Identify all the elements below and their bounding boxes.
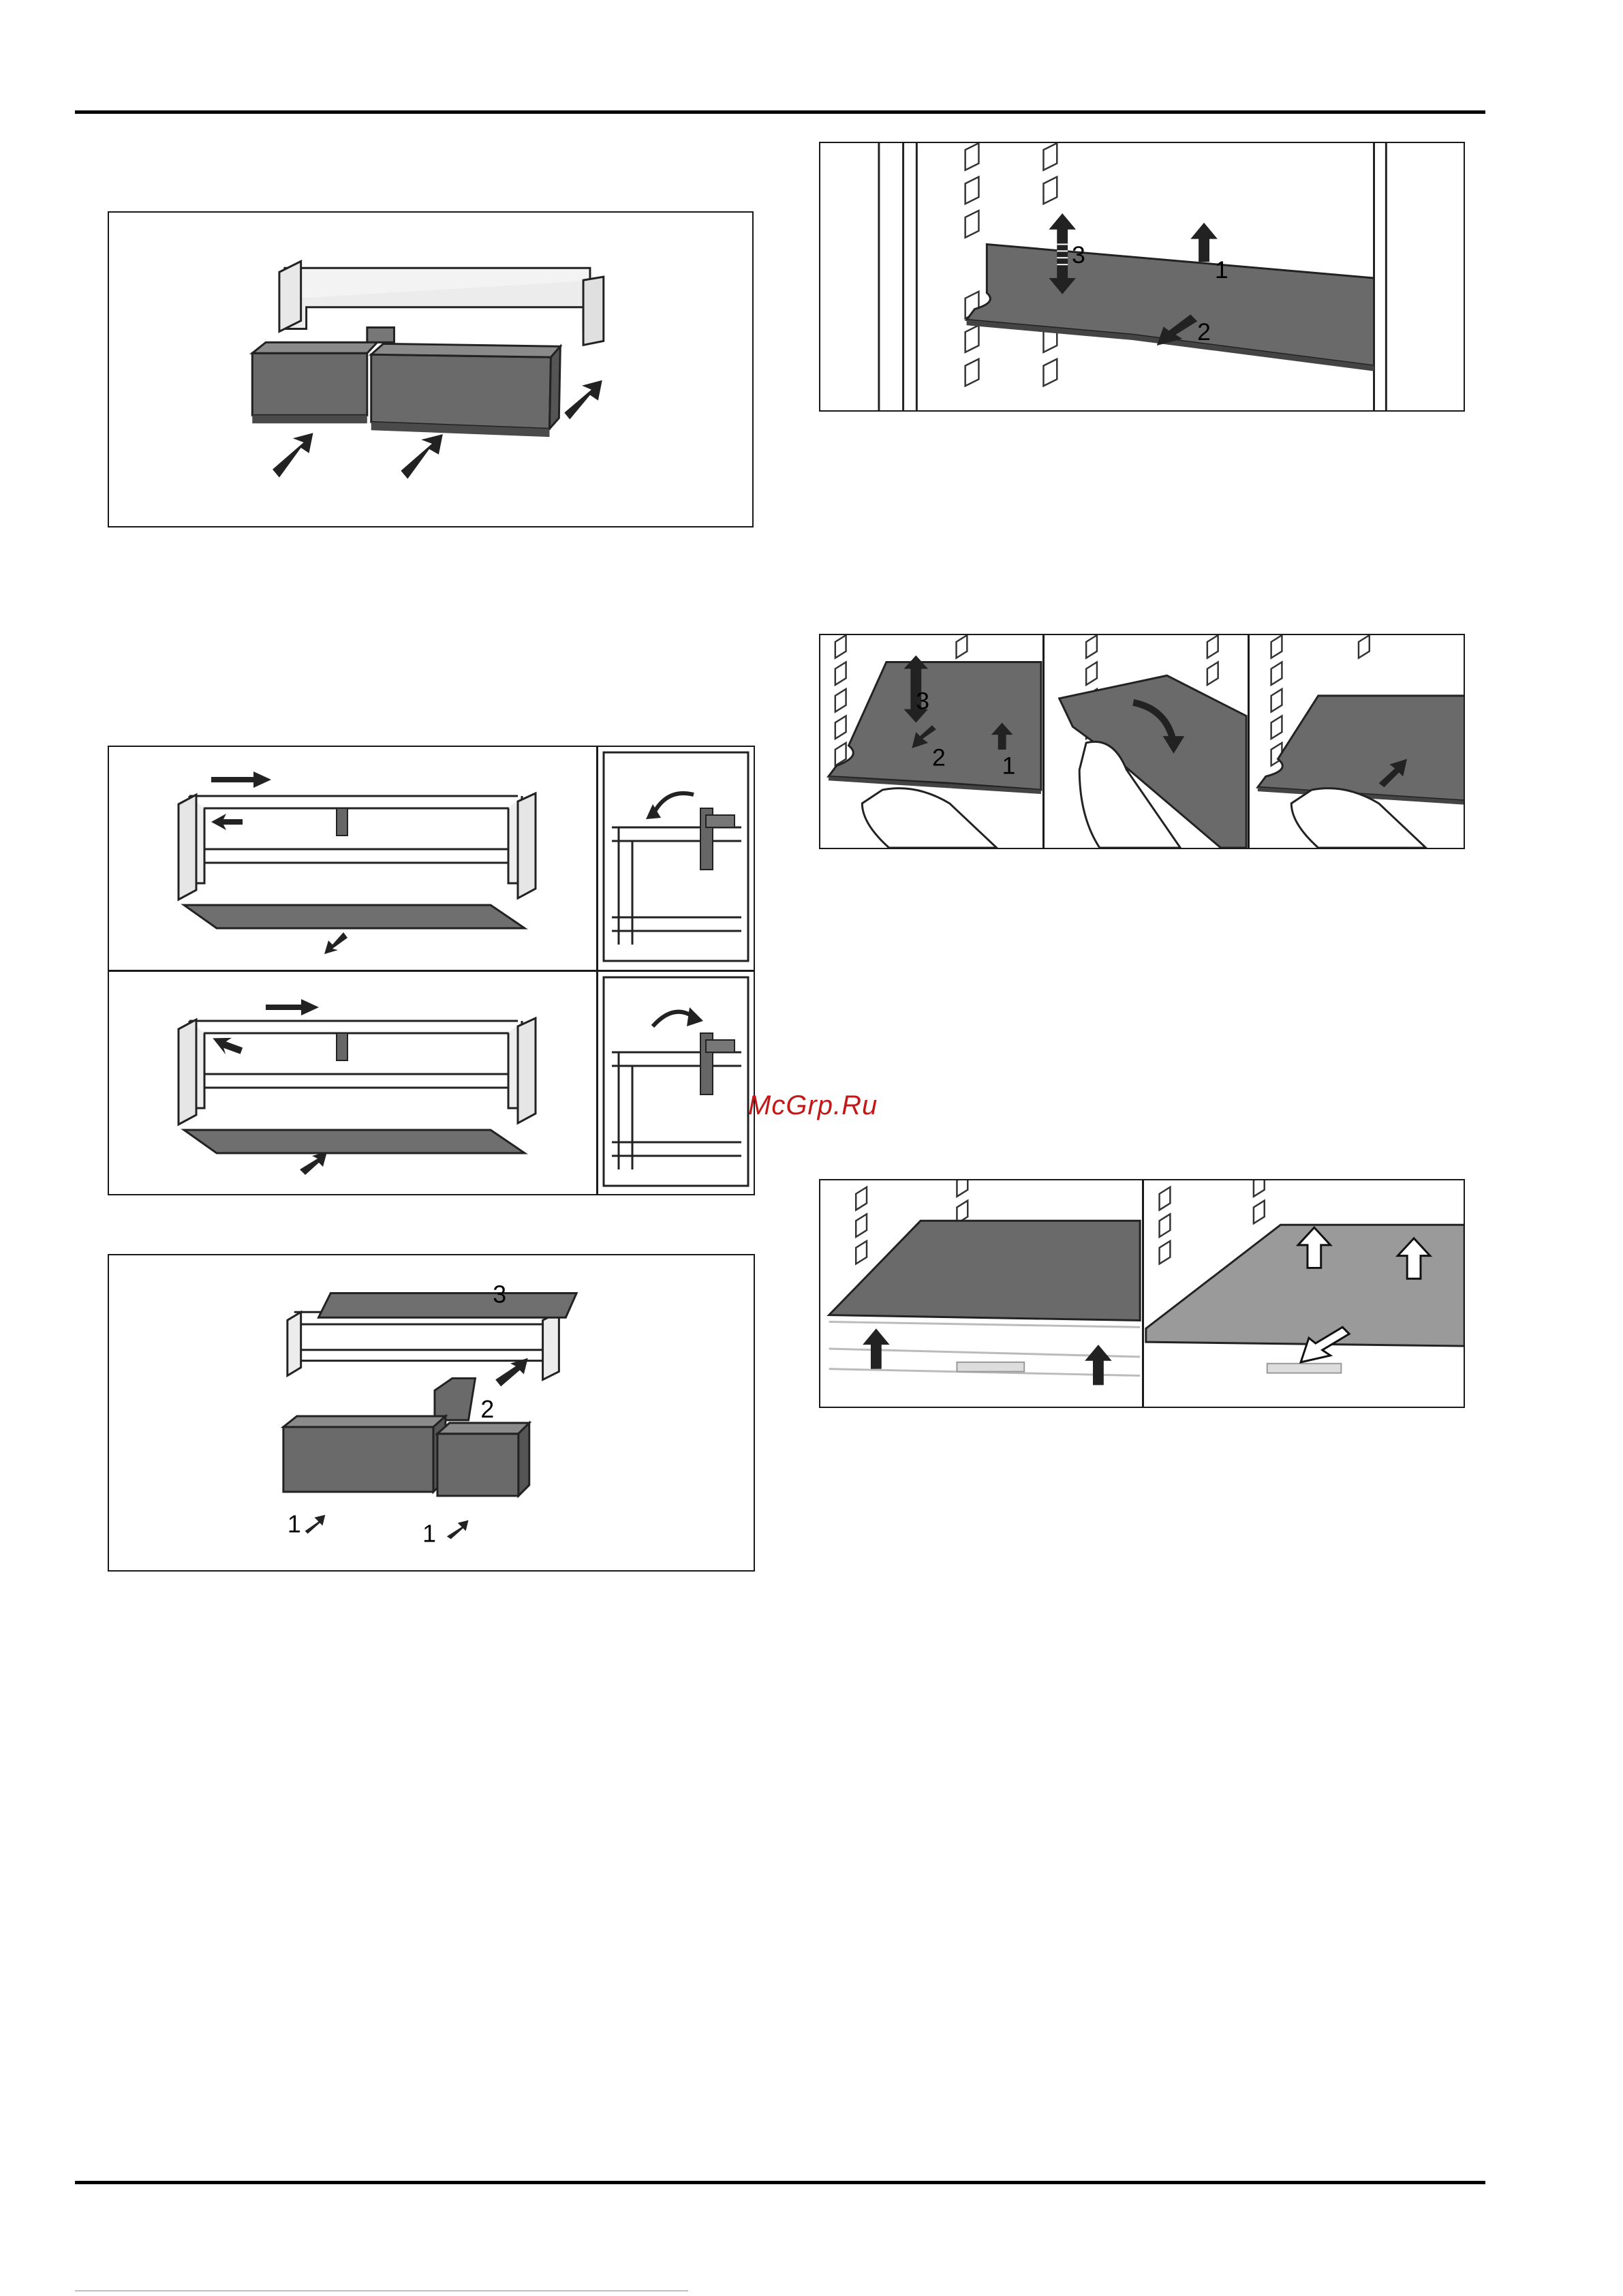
frame-shift-right-panel	[109, 972, 596, 1195]
label-cover: 3	[493, 1281, 506, 1308]
drawer-insert-illustration	[109, 213, 752, 526]
hand-label-height: 3	[916, 688, 929, 715]
frame-detail-tilt-forward-icon	[598, 972, 755, 1195]
label-stopper: 2	[480, 1396, 494, 1423]
shelf-hand-steps-figure: 3 2 1	[819, 634, 1465, 849]
drawer-removal-figure: 3 2 1 1	[108, 1254, 755, 1572]
hand-step-2-panel	[1045, 635, 1248, 848]
frame-detail-tilt-back-icon	[598, 747, 755, 970]
glass-step-1-panel	[820, 1180, 1142, 1407]
frame-shift-right-illustration	[109, 972, 596, 1195]
hand-step-3-panel	[1250, 635, 1465, 848]
shelf-removal-illustration: 3 1 2	[820, 143, 1464, 410]
label-height: 3	[1072, 241, 1085, 269]
hand-label-lift: 1	[1002, 752, 1016, 779]
label-drawer-1: 1	[288, 1510, 301, 1537]
shelf-hand-steps-illustration: 3 2 1	[820, 635, 1042, 848]
glass-plate-steps-illustration	[820, 1180, 1142, 1407]
glass-step-2-panel	[1144, 1180, 1465, 1407]
label-pull: 2	[1197, 318, 1211, 346]
frame-detail-forward-panel	[598, 972, 755, 1195]
frame-shift-left-panel	[109, 747, 596, 970]
watermark: McGrp.Ru	[748, 1090, 878, 1121]
hand-label-pull: 2	[932, 744, 946, 771]
frame-shift-left-illustration	[109, 747, 596, 970]
label-drawer-2: 1	[422, 1520, 436, 1547]
footer-rule	[75, 2181, 1485, 2184]
hand-step-1-panel: 3 2 1	[820, 635, 1042, 848]
frame-detail-back-panel	[598, 747, 755, 970]
drawer-removal-illustration: 3 2 1 1	[109, 1255, 754, 1570]
label-lift: 1	[1215, 256, 1228, 284]
header-rule	[75, 110, 1485, 114]
drawer-insert-figure	[108, 211, 754, 527]
frame-adjust-figure	[108, 746, 755, 1195]
shelf-removal-figure: 3 1 2	[819, 142, 1465, 412]
glass-plate-steps-figure	[819, 1179, 1465, 1408]
